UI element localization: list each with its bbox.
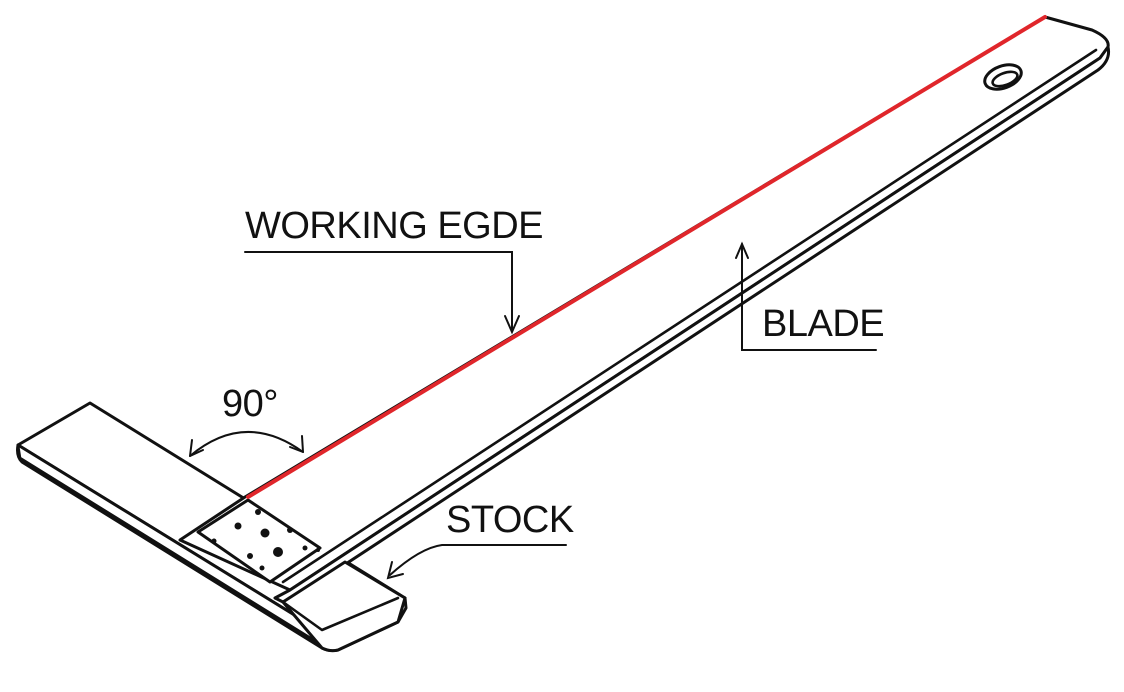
blade-top-face xyxy=(178,15,1110,592)
angle-arc xyxy=(189,431,304,457)
blade-edge-face xyxy=(273,45,1110,604)
blade-label: BLADE xyxy=(762,303,884,345)
rivet-dot xyxy=(255,509,261,515)
rivet-dot xyxy=(273,547,283,557)
rivet-dot xyxy=(211,538,217,544)
stock-label: STOCK xyxy=(446,499,574,541)
rivet-dot xyxy=(234,522,242,530)
joint-area xyxy=(196,498,322,584)
right-angle-indicator xyxy=(189,431,304,457)
rivet-dot xyxy=(316,548,320,552)
stock-leader xyxy=(386,544,567,580)
angle-arrow-right xyxy=(289,435,304,453)
joint-face xyxy=(196,498,322,584)
rivet-dot xyxy=(247,553,253,559)
angle-arrow-left xyxy=(189,439,204,457)
angle-label: 90° xyxy=(222,383,278,425)
rivet-dot xyxy=(259,565,265,571)
working-edge-leader xyxy=(244,251,520,335)
blade-bevel-line xyxy=(281,48,1098,584)
stock-lower-end xyxy=(281,560,407,653)
rivet-dot xyxy=(302,545,308,551)
blade-leader xyxy=(735,241,877,351)
rivet-dot xyxy=(260,528,270,538)
working-edge-label: WORKING EGDE xyxy=(245,205,543,247)
rivet-dot xyxy=(287,527,293,533)
working-edge-highlight xyxy=(246,15,1047,499)
blade xyxy=(178,15,1110,604)
